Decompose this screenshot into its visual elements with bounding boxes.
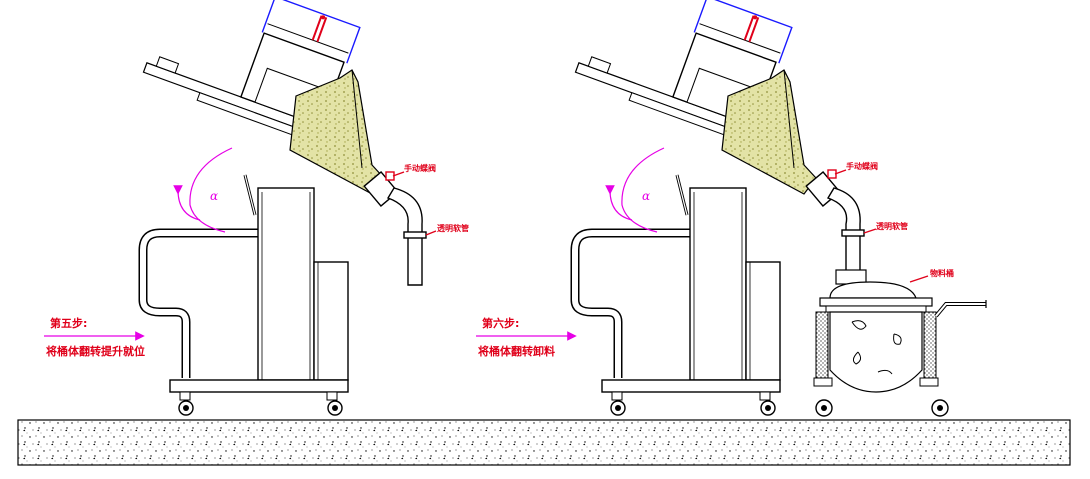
caster-left	[610, 391, 626, 416]
push-handle	[570, 228, 690, 378]
angle-symbol: α	[642, 189, 650, 203]
powder-hopper	[289, 69, 385, 195]
base-plate	[169, 379, 349, 393]
step-title: 第五步:	[50, 316, 87, 330]
hose-label: 透明软管	[437, 223, 469, 233]
caster-left	[178, 391, 194, 416]
push-handle	[138, 228, 258, 378]
material-tank	[813, 269, 987, 417]
rotation-arrow	[621, 147, 665, 233]
step-title: 第六步:	[482, 316, 519, 330]
hose-label: 透明软管	[876, 221, 908, 231]
lift-column	[689, 187, 747, 381]
valve-label: 手动蝶阀	[846, 161, 878, 171]
step-desc: 将桶体翻转提升就位	[46, 344, 145, 358]
floor	[17, 419, 1071, 466]
angle-symbol: α	[210, 189, 218, 203]
base-plate	[601, 379, 781, 393]
powder-hopper	[721, 69, 817, 195]
scene-step6: α 手动蝶阀 透明软管 物料桶 第六步	[476, 0, 987, 417]
caster-right	[759, 391, 776, 416]
step-desc: 将桶体翻转卸料	[478, 344, 555, 358]
lift-column	[257, 187, 315, 381]
control-box	[745, 261, 781, 381]
rotation-arrow	[189, 147, 233, 233]
scene-step5: α 手动蝶阀 透明软管 第五步: 将桶体翻转提升就位	[44, 0, 469, 416]
caster-right	[326, 391, 343, 416]
tank-label: 物料桶	[930, 268, 954, 278]
outlet-pipe	[386, 187, 423, 286]
valve-label: 手动蝶阀	[404, 163, 436, 173]
control-box	[313, 261, 349, 381]
